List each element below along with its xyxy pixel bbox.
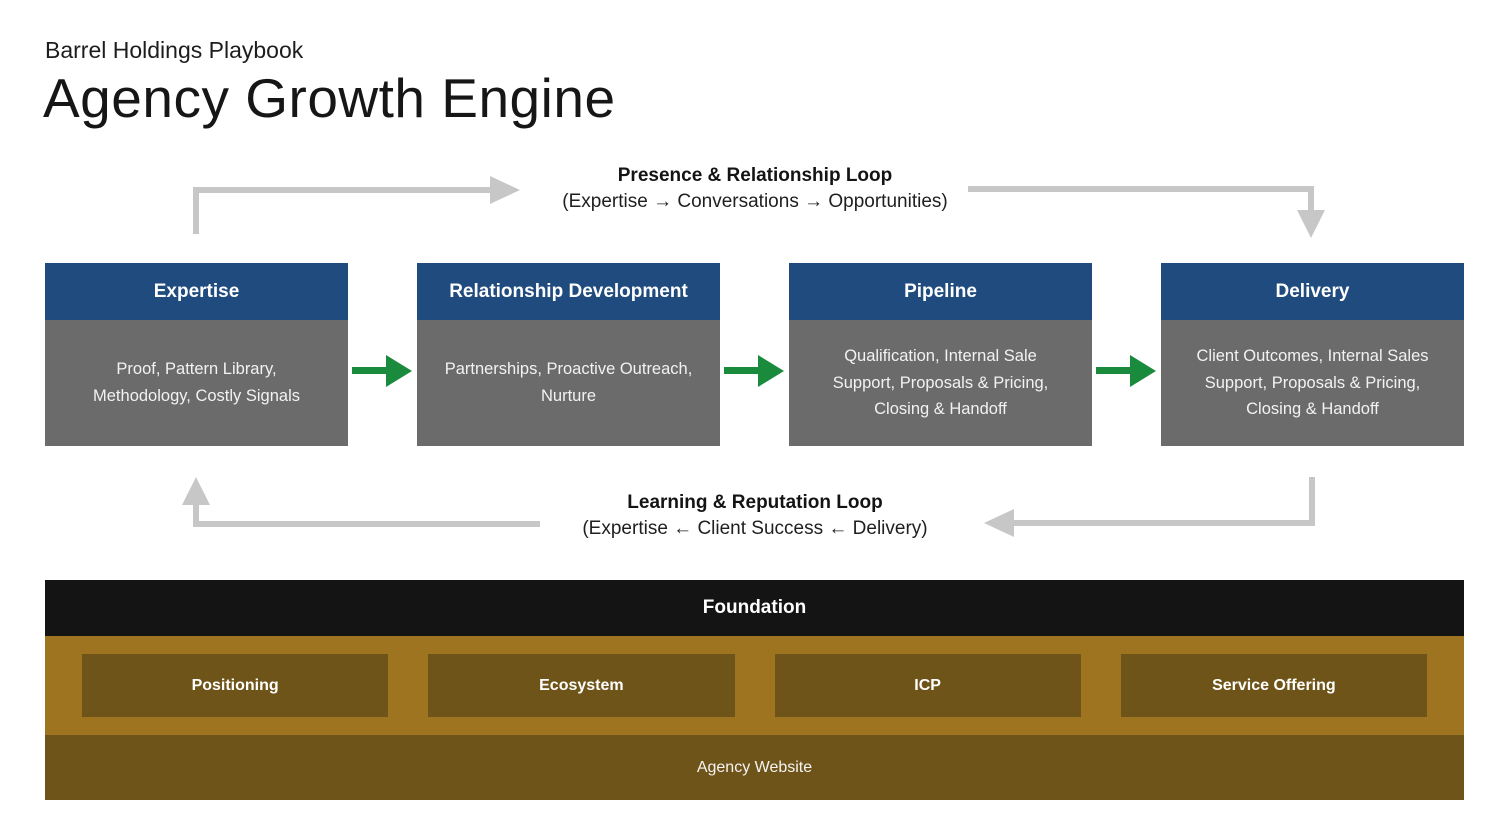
arrow-line bbox=[1012, 520, 1315, 526]
arrow-head bbox=[1130, 355, 1156, 387]
stage-box-delivery: Delivery Client Outcomes, Internal Sales… bbox=[1161, 263, 1464, 446]
stage-description: Client Outcomes, Internal Sales Support,… bbox=[1161, 320, 1464, 446]
arrow-down-icon bbox=[1297, 210, 1325, 238]
pillar-ecosystem: Ecosystem bbox=[428, 654, 735, 717]
flow-arrow-right-icon bbox=[352, 355, 412, 387]
foundation-title: Foundation bbox=[45, 580, 1464, 636]
stage-title: Expertise bbox=[45, 263, 348, 320]
foundation-pillars-row: Positioning Ecosystem ICP Service Offeri… bbox=[45, 636, 1464, 735]
top-loop-title: Presence & Relationship Loop bbox=[617, 165, 893, 186]
arrow-left-icon bbox=[984, 509, 1014, 537]
stage-title: Relationship Development bbox=[417, 263, 720, 320]
arrow-line bbox=[1309, 477, 1315, 526]
arrow-shaft bbox=[352, 367, 387, 374]
stage-description: Partnerships, Proactive Outreach, Nurtur… bbox=[417, 320, 720, 446]
stage-box-expertise: Expertise Proof, Pattern Library, Method… bbox=[45, 263, 348, 446]
arrow-up-icon bbox=[182, 477, 210, 505]
stage-box-pipeline: Pipeline Qualification, Internal Sale Su… bbox=[789, 263, 1092, 446]
page-eyebrow: Barrel Holdings Playbook bbox=[45, 37, 304, 63]
bottom-loop-label-group: Learning & Reputation Loop (Expertise ← … bbox=[450, 490, 1060, 542]
foundation-section: Foundation Positioning Ecosystem ICP Ser… bbox=[45, 580, 1464, 800]
arrow-head bbox=[386, 355, 412, 387]
flow-arrow-right-icon bbox=[1096, 355, 1156, 387]
arrow-line bbox=[968, 186, 1314, 192]
arrow-line bbox=[1308, 186, 1314, 211]
agency-website-bar: Agency Website bbox=[45, 735, 1464, 800]
flow-row: Expertise Proof, Pattern Library, Method… bbox=[45, 263, 1464, 446]
arrow-right-icon bbox=[490, 176, 520, 204]
arrow-head bbox=[758, 355, 784, 387]
arrow-line bbox=[193, 187, 493, 193]
stage-box-relationship-development: Relationship Development Partnerships, P… bbox=[417, 263, 720, 446]
arrow-line bbox=[193, 521, 540, 527]
top-loop-subtitle: (Expertise → Conversations → Opportuniti… bbox=[562, 191, 948, 212]
flow-arrow-right-icon bbox=[724, 355, 784, 387]
top-loop-label-group: Presence & Relationship Loop (Expertise … bbox=[450, 163, 1060, 215]
pillar-positioning: Positioning bbox=[82, 654, 389, 717]
stage-description: Qualification, Internal Sale Support, Pr… bbox=[789, 320, 1092, 446]
arrow-line bbox=[193, 503, 199, 527]
stage-title: Delivery bbox=[1161, 263, 1464, 320]
page-title: Agency Growth Engine bbox=[43, 67, 616, 129]
stage-title: Pipeline bbox=[789, 263, 1092, 320]
arrow-line bbox=[193, 187, 199, 234]
pillar-service-offering: Service Offering bbox=[1120, 654, 1427, 717]
arrow-shaft bbox=[1096, 367, 1131, 374]
bottom-loop-subtitle: (Expertise ← Client Success ← Delivery) bbox=[582, 518, 928, 539]
arrow-shaft bbox=[724, 367, 759, 374]
pillar-icp: ICP bbox=[774, 654, 1081, 717]
stage-description: Proof, Pattern Library, Methodology, Cos… bbox=[45, 320, 348, 446]
bottom-loop-title: Learning & Reputation Loop bbox=[627, 492, 883, 513]
